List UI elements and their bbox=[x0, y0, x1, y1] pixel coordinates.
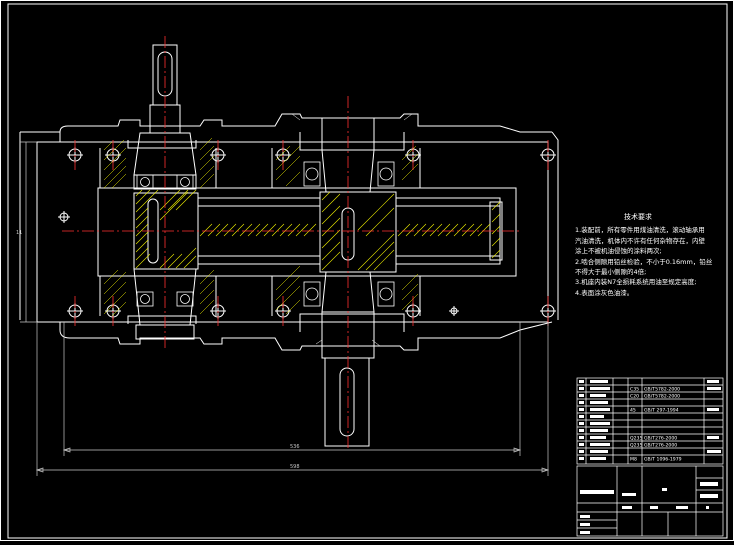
bom-material-value: C20 bbox=[630, 394, 639, 400]
tech-note-line: 2.啮合侧隙用铅丝检验，不小于0.16mm，铅丝 bbox=[575, 257, 713, 266]
bearing-output-top-right bbox=[377, 161, 395, 187]
centerlines bbox=[62, 36, 549, 450]
bom-material-value: M8 bbox=[630, 457, 637, 463]
bearing-output-bottom-left bbox=[303, 281, 321, 307]
bom-material-value: 45 bbox=[630, 408, 636, 414]
technical-requirements: 技术要求 1.装配前，所有零件用煤油清洗，滚动轴承用 汽油清洗，机体内不许有任何… bbox=[575, 212, 715, 298]
bearing-output-bottom-right bbox=[377, 281, 395, 307]
bom-cell-fills bbox=[579, 380, 721, 460]
tech-note-line: 汽油清洗，机体内不许有任何杂物存在，内壁 bbox=[575, 236, 705, 245]
pinion-section-hatch bbox=[135, 189, 197, 269]
bom-table bbox=[576, 377, 724, 465]
bom-standard-code: GB/T 1096-1979 bbox=[644, 457, 682, 463]
bearing-input-top-left bbox=[136, 174, 154, 190]
housing-cavity bbox=[97, 187, 517, 277]
title-block-fills bbox=[580, 482, 718, 534]
tech-note-line: 3.机座内装N7全损耗系统用油至规定高度; bbox=[575, 278, 697, 287]
sheet-inner-border bbox=[7, 3, 728, 539]
title-block bbox=[576, 465, 724, 537]
housing-outline bbox=[36, 141, 549, 323]
dim-overall-length: 598 bbox=[290, 464, 300, 470]
gear-section-hatch bbox=[199, 191, 501, 271]
housing-front-view bbox=[19, 113, 559, 351]
locating-pin-hole bbox=[58, 211, 70, 223]
bom-material-value: C35 bbox=[630, 387, 639, 393]
bom-material-value: Q235 bbox=[630, 443, 642, 449]
housing-section-hatch bbox=[103, 137, 419, 317]
tech-note-line: 涂上不被机油侵蚀的涂料两次; bbox=[575, 247, 662, 256]
part-leader-lines bbox=[291, 113, 413, 347]
bom-standard-code: GB/T5782-2000 bbox=[644, 387, 680, 393]
bom-material-value: Q235 bbox=[630, 436, 642, 442]
bearing-input-top-right bbox=[176, 174, 194, 190]
tech-note-line: 不得大于最小侧隙的4倍; bbox=[575, 268, 647, 277]
bom-standard-code: GB/T 297-1994 bbox=[644, 408, 679, 414]
locating-pin-hole bbox=[449, 306, 459, 316]
dim-height: 11 bbox=[16, 230, 22, 236]
tech-notes-title: 技术要求 bbox=[624, 213, 652, 221]
dim-inner-length: 536 bbox=[290, 444, 300, 450]
bearing-output-top-left bbox=[303, 161, 321, 187]
bom-standard-code: GB/T276-2000 bbox=[644, 436, 677, 442]
bearings bbox=[136, 161, 395, 307]
tech-note-line: 1.装配前，所有零件用煤油清洗，滚动轴承用 bbox=[575, 226, 705, 235]
top-flange bbox=[59, 113, 552, 142]
bom-standard-code: GB/T5782-2000 bbox=[644, 394, 680, 400]
dimension-lines bbox=[20, 141, 550, 476]
bom-standard-code: GB/T276-2000 bbox=[644, 443, 677, 449]
bottom-flange bbox=[59, 321, 553, 351]
bearing-input-bottom-left bbox=[136, 291, 154, 307]
tech-note-line: 4.表面涂灰色油漆。 bbox=[575, 288, 634, 297]
bearing-input-bottom-right bbox=[176, 291, 194, 307]
